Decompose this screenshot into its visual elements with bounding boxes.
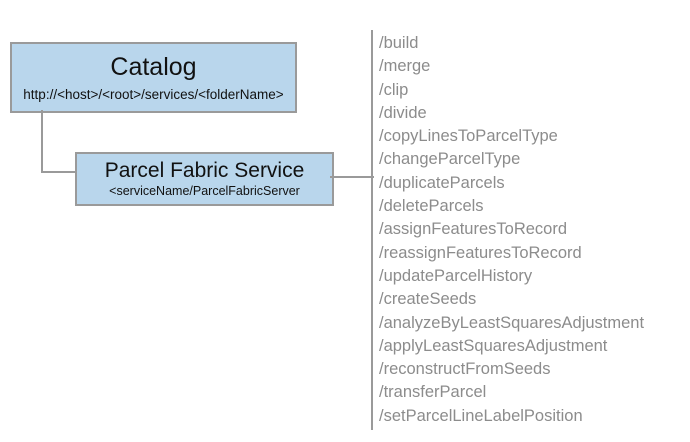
operation-list-item[interactable]: /duplicateParcels: [379, 173, 505, 192]
service-node-subtitle: <serviceName/ParcelFabricServer: [109, 184, 300, 199]
operation-list-item[interactable]: /divide: [379, 103, 427, 122]
service-node-title: Parcel Fabric Service: [104, 159, 305, 183]
operation-list-item[interactable]: /transferParcel: [379, 383, 487, 402]
operation-list-item[interactable]: /applyLeastSquaresAdjustment: [379, 336, 608, 355]
operation-list-item[interactable]: /clip: [379, 80, 409, 99]
catalog-node-title: Catalog: [110, 53, 197, 82]
operation-list-item[interactable]: /createSeeds: [379, 290, 477, 309]
catalog-node[interactable]: Catalog http://<host>/<root>/services/<f…: [10, 42, 297, 113]
operation-list-item[interactable]: /merge: [379, 57, 431, 76]
operation-list-item[interactable]: /setParcelLineLabelPosition: [379, 406, 583, 425]
operation-list-item[interactable]: /assignFeaturesToRecord: [379, 220, 568, 239]
operation-list-item[interactable]: /deleteParcels: [379, 197, 484, 216]
operation-list-item[interactable]: /changeParcelType: [379, 150, 521, 169]
operations-list-divider: [371, 30, 373, 430]
operation-list-item[interactable]: /analyzeByLeastSquaresAdjustment: [379, 313, 645, 332]
operation-list-item[interactable]: /reconstructFromSeeds: [379, 360, 551, 379]
operation-list-item[interactable]: /updateParcelHistory: [379, 266, 533, 285]
catalog-node-subtitle: http://<host>/<root>/services/<folderNam…: [23, 86, 284, 102]
operations-list: /build/merge/clip/divide/copyLinesToParc…: [379, 32, 679, 428]
operation-list-item[interactable]: /copyLinesToParcelType: [379, 127, 558, 146]
service-to-operations-connector: [330, 176, 374, 178]
operation-list-item[interactable]: /reassignFeaturesToRecord: [379, 243, 582, 262]
parcel-fabric-service-node[interactable]: Parcel Fabric Service <serviceName/Parce…: [75, 152, 334, 206]
operation-list-item[interactable]: /build: [379, 34, 419, 52]
